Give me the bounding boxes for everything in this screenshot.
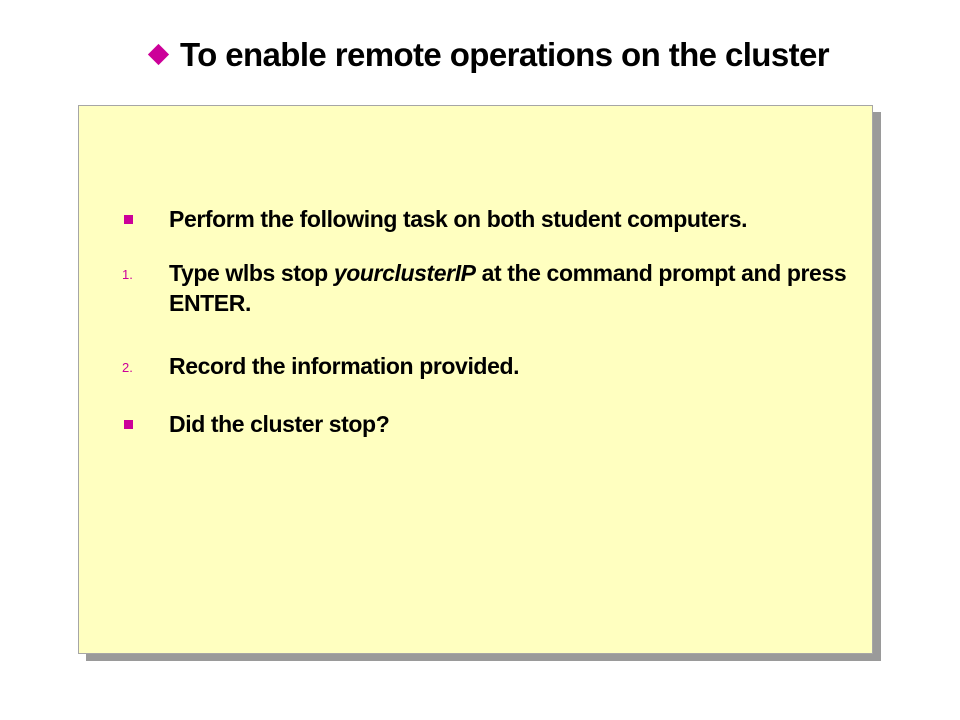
list-item-text-end: at the command prompt and press ENTER. [169,260,847,316]
list-item: Perform the following task on both stude… [124,204,859,234]
list-number: 2. [122,360,133,375]
list-item: 1. Type wlbs stop yourclusterIP at the c… [122,258,859,318]
list-item: 2. Record the information provided. [122,351,859,381]
square-bullet-icon [124,420,133,429]
list-item-text: Type wlbs stop yourclusterIP at the comm… [169,260,847,316]
content-box: Perform the following task on both stude… [78,105,873,654]
slide-title: To enable remote operations on the clust… [147,36,830,74]
list-item-text: Did the cluster stop? [169,411,390,437]
list-item-text: Record the information provided. [169,353,520,379]
square-bullet-icon [124,215,133,224]
diamond-icon [147,43,170,65]
list-item: Did the cluster stop? [124,409,859,439]
slide-title-text: To enable remote operations on the clust… [180,36,830,73]
list-number: 1. [122,267,133,282]
list-item-text: Perform the following task on both stude… [169,206,748,232]
list-item-text-italic: yourclusterIP [333,260,476,286]
list-item-text-start: Type wlbs stop [169,260,334,286]
